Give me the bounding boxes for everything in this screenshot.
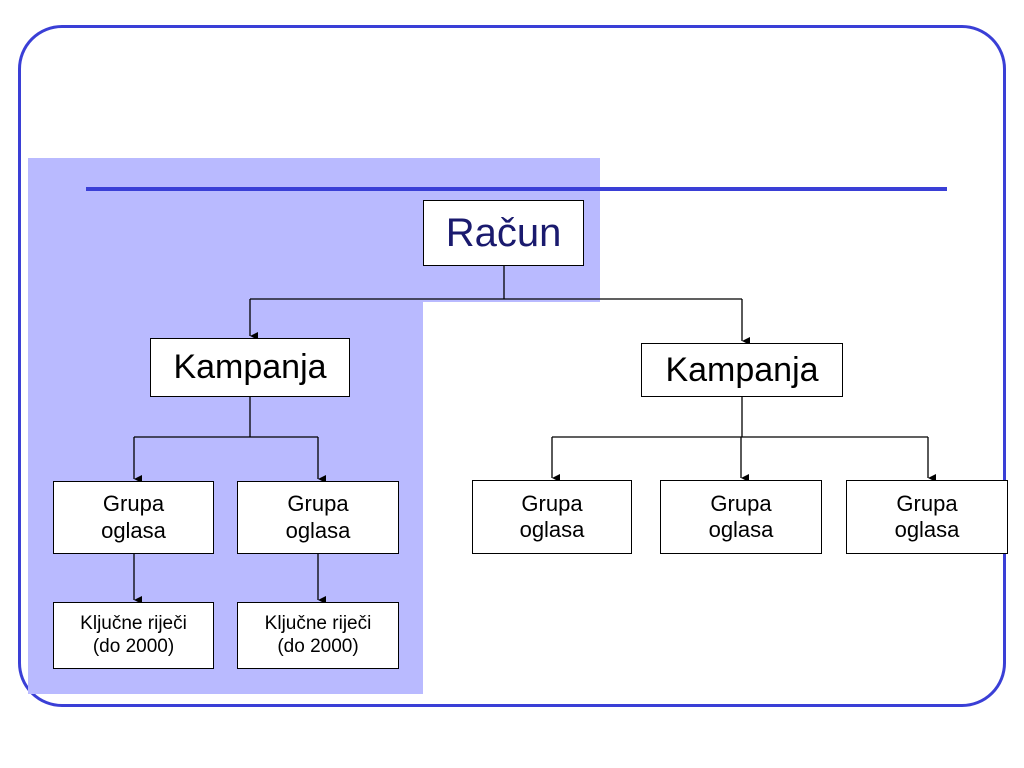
node-campaign-left: Kampanja <box>150 338 350 397</box>
node-ad-group: Grupa oglasa <box>53 481 214 554</box>
slide-frame <box>18 25 1006 707</box>
node-ad-group: Grupa oglasa <box>237 481 399 554</box>
title-rule <box>86 187 947 191</box>
node-ad-group: Grupa oglasa <box>472 480 632 554</box>
node-keywords: Ključne riječi (do 2000) <box>53 602 214 669</box>
node-campaign-right: Kampanja <box>641 343 843 397</box>
node-ad-group: Grupa oglasa <box>846 480 1008 554</box>
node-account: Račun <box>423 200 584 266</box>
node-keywords: Ključne riječi (do 2000) <box>237 602 399 669</box>
node-ad-group: Grupa oglasa <box>660 480 822 554</box>
